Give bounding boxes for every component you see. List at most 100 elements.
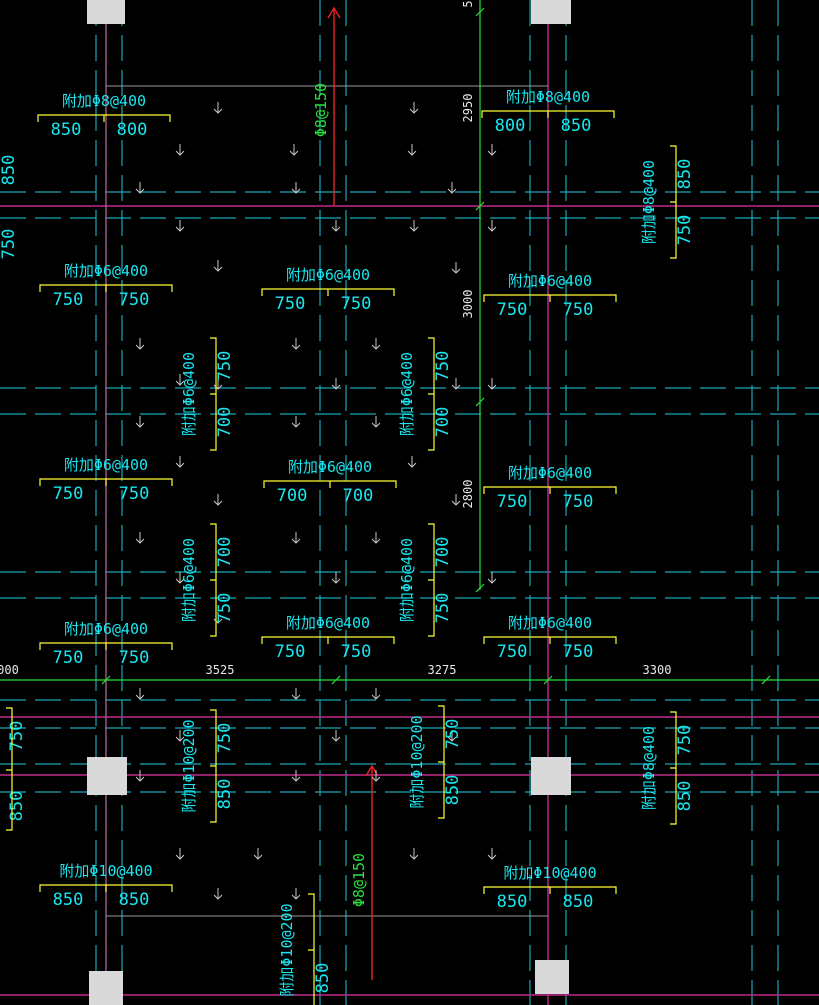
dimension-bracket [670, 711, 677, 825]
dimension-bracket [37, 114, 171, 122]
dimension-bracket [39, 884, 173, 892]
load-arrow [451, 494, 461, 506]
load-arrow [291, 338, 301, 350]
load-arrow [331, 730, 341, 742]
rebar-label-text: 附加Φ6@400 [64, 456, 148, 474]
load-arrow [371, 688, 381, 700]
dimension-bracket [261, 636, 395, 644]
vertical-rebar-label: 附加Φ8@400 850 750 [640, 145, 695, 259]
dimension-value-right: 700 [343, 486, 374, 506]
dimension-value-right: 850 [561, 116, 592, 136]
edge-dimension-value: 750 [7, 721, 27, 752]
load-arrow [331, 572, 341, 584]
load-arrow [291, 416, 301, 428]
dimension-bracket [210, 709, 217, 823]
green-rebar-label: Φ8@150 [350, 853, 368, 907]
load-arrow [213, 378, 223, 390]
dimension-value-left: 750 [275, 294, 306, 314]
load-arrow [409, 220, 419, 232]
axis-dim-label: 2800 [461, 480, 475, 509]
axis-dim-label: 5 [461, 0, 475, 7]
rebar-label-text: 附加Φ10@400 [59, 862, 152, 880]
load-arrow [447, 730, 457, 742]
load-arrow [331, 220, 341, 232]
load-arrow [451, 378, 461, 390]
rebar-label-text: 附加Φ8@400 [640, 726, 658, 810]
dimension-value-left: 750 [53, 484, 84, 504]
rebar-label-text: 附加Φ6@400 [64, 620, 148, 638]
load-arrows [135, 102, 497, 900]
rebar-label-text: 附加Φ8@400 [506, 88, 590, 106]
load-arrow [291, 688, 301, 700]
rebar-label-text: 附加Φ6@400 [398, 538, 416, 622]
load-arrow [291, 888, 301, 900]
axis-tick [475, 397, 485, 407]
rebar-label-text: 附加Φ6@400 [180, 538, 198, 622]
dimension-value-right: 750 [563, 642, 594, 662]
load-arrow [487, 572, 497, 584]
dimension-value-top: 750 [443, 719, 463, 750]
column [535, 960, 569, 994]
axis-tick [331, 675, 341, 685]
load-arrow [175, 848, 185, 860]
dimension-value-bottom: 850 [443, 775, 463, 806]
dimension-value-top: 700 [433, 537, 453, 568]
column [87, 0, 125, 24]
dimension-value-bottom: 700 [215, 407, 235, 438]
dimension-value-left: 750 [497, 492, 528, 512]
dimension-value-right: 750 [119, 484, 150, 504]
dimension-value-right: 750 [341, 642, 372, 662]
load-arrow [175, 220, 185, 232]
axis-dim-label: 3300 [643, 663, 672, 677]
rebar-label-text: 附加Φ8@400 [640, 160, 658, 244]
column [89, 971, 123, 1005]
dimension-value-right: 750 [341, 294, 372, 314]
load-arrow [175, 144, 185, 156]
dimension-value-right: 800 [117, 120, 148, 140]
load-arrow [407, 456, 417, 468]
dimension-value-bottom: 850 [675, 781, 695, 812]
load-arrow [409, 102, 419, 114]
dimension-bracket [438, 705, 445, 819]
horizontal-rebar-label: 附加Φ6@400 750 750 [39, 456, 173, 504]
dimension-value-left: 750 [53, 290, 84, 310]
dimension-value-right: 750 [563, 300, 594, 320]
dimension-value-bottom: 750 [433, 593, 453, 624]
dimension-value-top: 700 [215, 537, 235, 568]
load-arrow [371, 416, 381, 428]
axis-tick [761, 675, 771, 685]
dimension-value-left: 750 [497, 300, 528, 320]
edge-dimension-value: 750 [0, 229, 19, 260]
dimension-value-left: 750 [497, 642, 528, 662]
load-arrow [487, 220, 497, 232]
dimension-value-bottom: 750 [675, 215, 695, 246]
dimension-bracket [483, 294, 617, 302]
load-arrow [175, 572, 185, 584]
dimension-value-bottom: 750 [215, 593, 235, 624]
edge-dimension-value: 850 [7, 791, 27, 822]
axis-dim-label: 2950 [461, 94, 475, 123]
column [87, 757, 127, 795]
dimension-bracket [483, 636, 617, 644]
dimension-value-left: 700 [277, 486, 308, 506]
load-arrow [291, 532, 301, 544]
dimension-bracket [210, 523, 217, 637]
load-arrow [135, 532, 145, 544]
dimension-value-top: 750 [215, 723, 235, 754]
load-arrow [175, 456, 185, 468]
axis-tick [475, 583, 485, 593]
dimension-bracket [39, 284, 173, 292]
load-arrow [371, 770, 381, 782]
load-arrow [135, 416, 145, 428]
dimension-value-top: 850 [675, 159, 695, 190]
dimension-bracket [308, 893, 315, 1005]
dimension-value-top: 750 [215, 351, 235, 382]
load-arrow [213, 260, 223, 272]
